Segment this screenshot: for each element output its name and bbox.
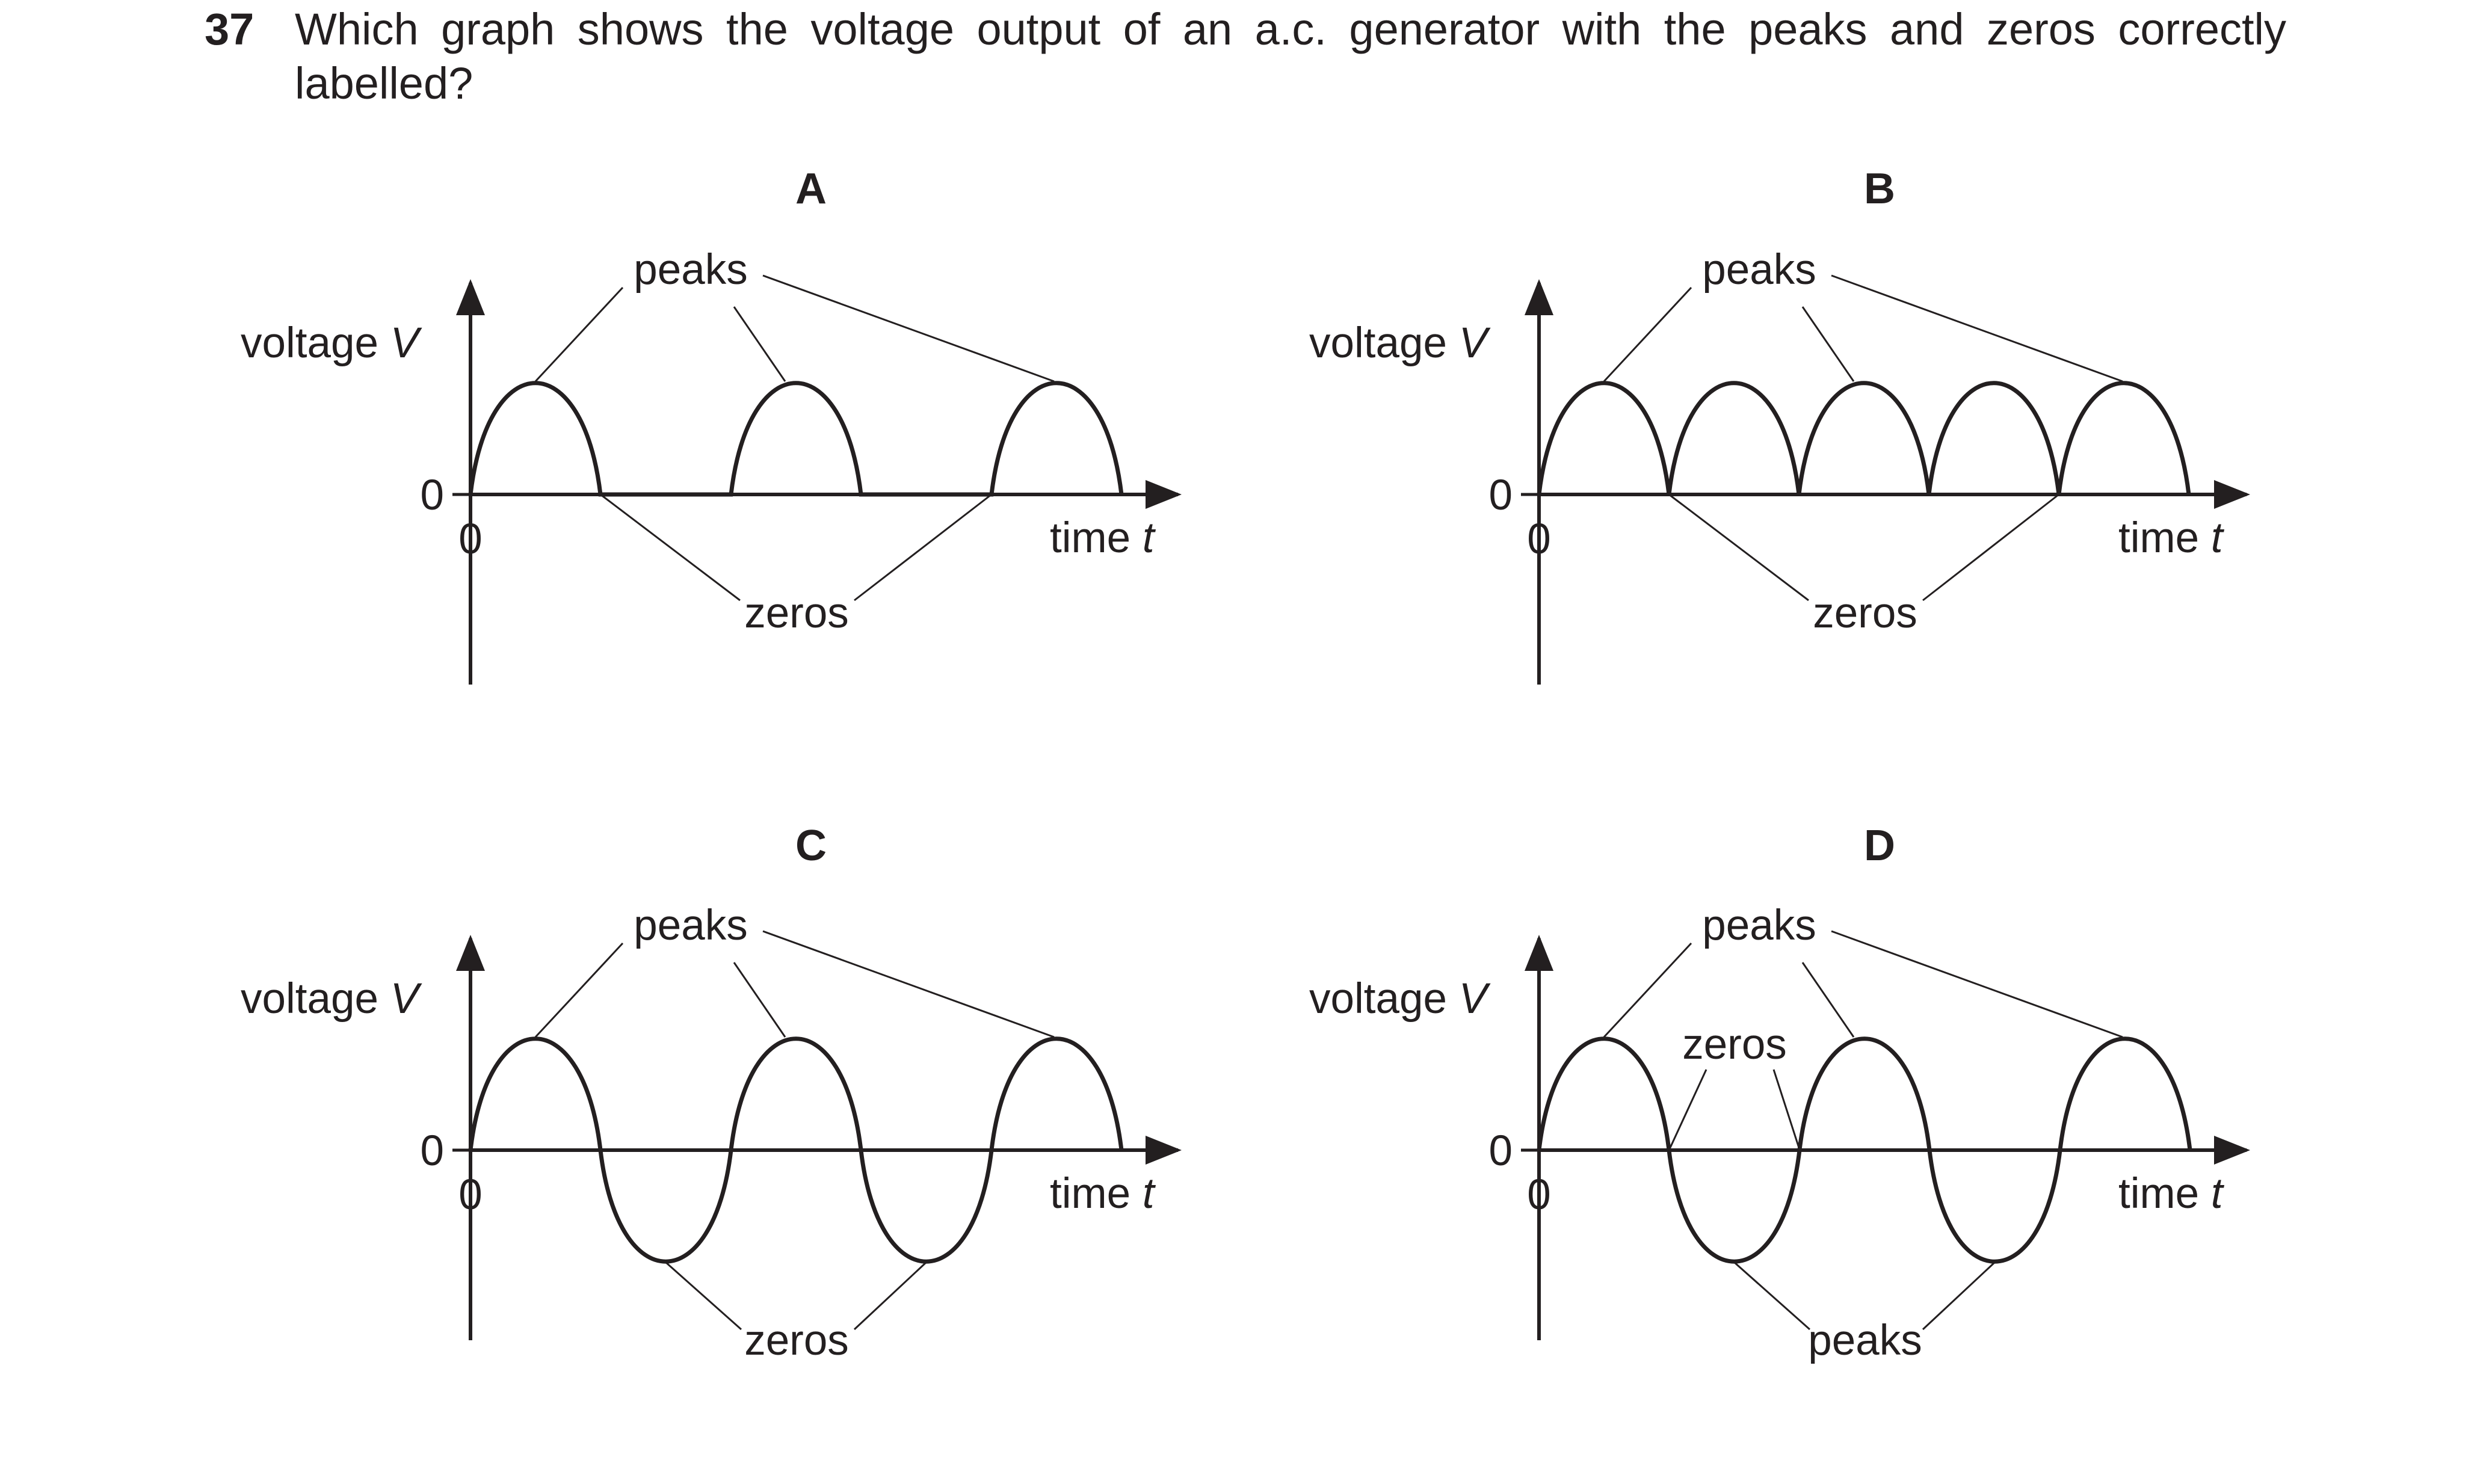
y-axis-label: voltage V bbox=[241, 319, 422, 367]
leader-line bbox=[1831, 930, 2123, 1038]
x-origin-label: 0 bbox=[458, 1171, 483, 1219]
graph-d: D voltage V 0 0 time t peaks zeros peaks bbox=[1309, 822, 2250, 1364]
leader-line bbox=[762, 274, 1055, 383]
zeros-label: zeros bbox=[744, 1317, 849, 1364]
x-axis-label: time t bbox=[1050, 514, 1156, 562]
waveform bbox=[1537, 1036, 2192, 1264]
x-axis-label: time t bbox=[1050, 1170, 1156, 1218]
leader-line bbox=[534, 942, 624, 1038]
question-text-line-1: Which graph shows the voltage output of … bbox=[295, 4, 2286, 54]
leader-line bbox=[1801, 962, 1855, 1038]
x-axis-label: time t bbox=[2118, 514, 2225, 562]
waveform bbox=[468, 381, 1124, 497]
option-letter-c: C bbox=[795, 822, 827, 870]
y-origin-label: 0 bbox=[421, 1127, 445, 1175]
leader-line bbox=[1922, 493, 2059, 602]
leader-line bbox=[1603, 942, 1692, 1038]
leader-line bbox=[1603, 286, 1692, 383]
leader-line bbox=[1668, 493, 1809, 602]
y-axis-label: voltage V bbox=[241, 975, 422, 1023]
leader-lines bbox=[1603, 930, 2123, 1331]
leader-line bbox=[762, 930, 1055, 1038]
leader-line bbox=[853, 1261, 928, 1331]
leader-line bbox=[1669, 1069, 1707, 1148]
zeros-label: zeros bbox=[1813, 590, 1917, 637]
leader-line bbox=[665, 1261, 742, 1331]
peaks-label: peaks bbox=[634, 902, 747, 949]
waveform bbox=[1537, 381, 2191, 495]
y-axis-label: voltage V bbox=[1309, 319, 1491, 367]
y-origin-label: 0 bbox=[1489, 472, 1513, 519]
option-letter-d: D bbox=[1864, 822, 1895, 870]
x-origin-label: 0 bbox=[1527, 1171, 1551, 1219]
peaks-label: peaks bbox=[634, 246, 747, 294]
zeros-label: zeros bbox=[1682, 1021, 1787, 1068]
leader-lines bbox=[534, 274, 1055, 602]
leader-line bbox=[1831, 274, 2123, 383]
leader-lines bbox=[1603, 274, 2123, 602]
x-axis-label: time t bbox=[2118, 1170, 2225, 1218]
leader-line bbox=[733, 962, 786, 1038]
graph-c: C voltage V 0 0 time t peaks zeros bbox=[241, 822, 1182, 1364]
leader-line bbox=[733, 306, 786, 382]
leader-line bbox=[1772, 1069, 1800, 1148]
y-origin-label: 0 bbox=[1489, 1127, 1513, 1175]
option-letter-a: A bbox=[795, 165, 827, 213]
leader-line bbox=[1801, 306, 1855, 382]
graph-b: B voltage V 0 0 time t peaks zeros bbox=[1309, 165, 2250, 685]
peaks-label: peaks bbox=[1702, 902, 1816, 949]
leader-lines bbox=[534, 930, 1055, 1331]
y-origin-label: 0 bbox=[421, 472, 445, 519]
x-origin-label: 0 bbox=[1527, 516, 1551, 563]
leader-line bbox=[854, 493, 992, 602]
x-origin-label: 0 bbox=[458, 516, 483, 563]
question-number: 37 bbox=[205, 4, 254, 54]
graph-a: A voltage V 0 0 time t peaks zeros bbox=[241, 165, 1182, 685]
y-axis-label: voltage V bbox=[1309, 975, 1491, 1023]
peaks-label: peaks bbox=[1808, 1317, 1922, 1364]
leader-line bbox=[1733, 1261, 1810, 1331]
leader-line bbox=[534, 286, 624, 383]
peaks-label: peaks bbox=[1702, 246, 1816, 294]
leader-line bbox=[1922, 1261, 1996, 1331]
zeros-label: zeros bbox=[744, 590, 849, 637]
leader-line bbox=[600, 493, 741, 602]
waveform bbox=[468, 1036, 1124, 1264]
option-letter-b: B bbox=[1864, 165, 1895, 213]
question-text-line-2: labelled? bbox=[295, 58, 473, 108]
